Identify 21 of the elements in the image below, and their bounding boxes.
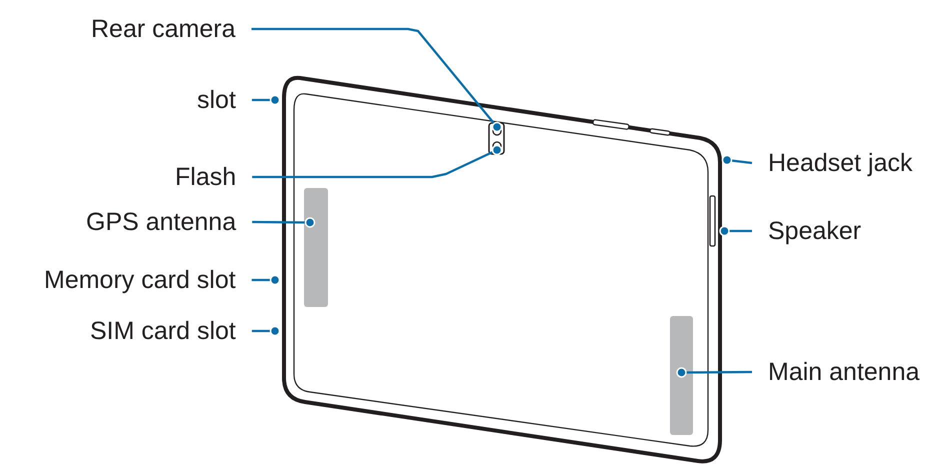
leader-line	[252, 326, 280, 336]
leader-line	[252, 274, 280, 286]
speaker-grille	[709, 195, 716, 247]
part-label: Flash	[175, 162, 236, 192]
part-label: Speaker	[768, 216, 862, 246]
part-label: Main antenna	[768, 357, 920, 387]
part-label: Memory card slot	[44, 265, 236, 295]
leader-line	[252, 28, 502, 132]
leader-line	[676, 367, 752, 378]
part-label: slot	[197, 85, 236, 115]
part-label: Rear camera	[91, 14, 236, 44]
leader-line	[252, 94, 280, 106]
antenna-patch	[304, 188, 328, 307]
leader-line	[252, 144, 502, 178]
leader-line	[252, 217, 316, 228]
part-label: Headset jack	[768, 148, 913, 178]
leader-line	[719, 226, 752, 236]
part-label: GPS antenna	[86, 207, 236, 237]
leader-line	[722, 154, 752, 166]
part-label: SIM card slot	[90, 316, 236, 346]
antenna-patch	[670, 316, 693, 435]
